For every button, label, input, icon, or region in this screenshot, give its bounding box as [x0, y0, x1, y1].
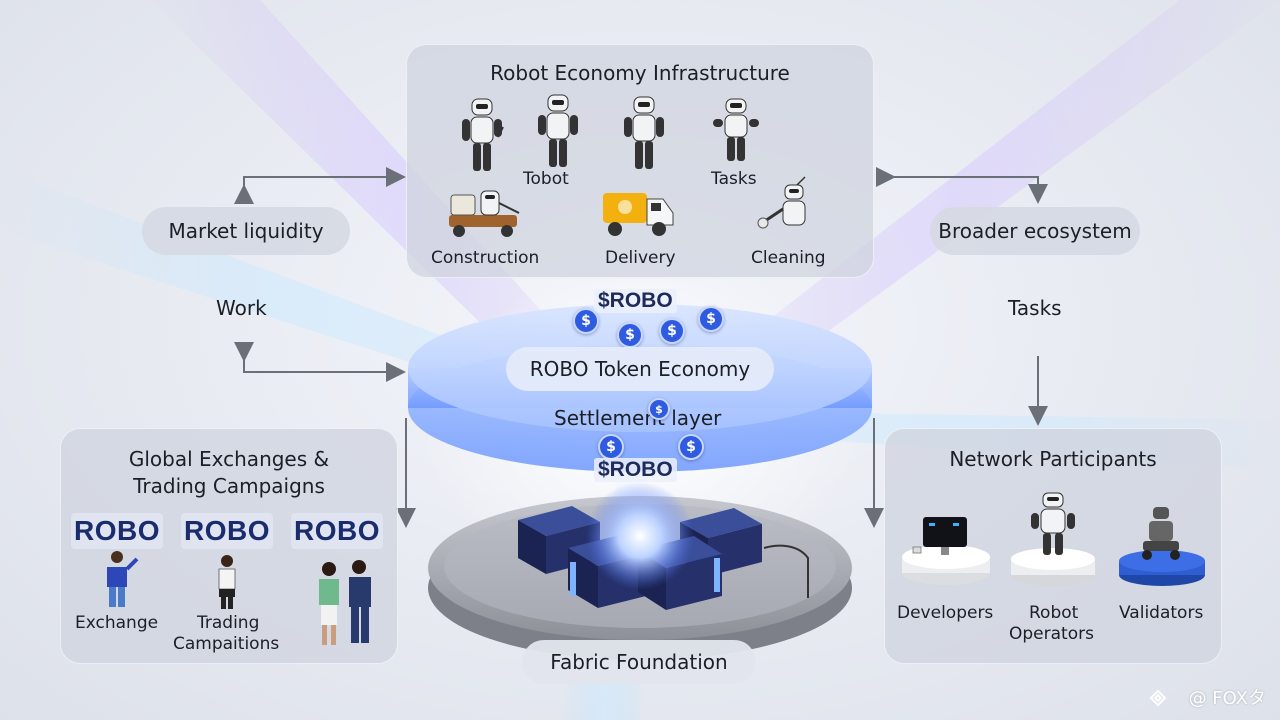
broader-ecosystem-pill: Broader ecosystem	[930, 207, 1140, 255]
robo-logo-badge: ROBO	[71, 513, 163, 549]
label-operators-line1: Robot	[1029, 603, 1079, 623]
robot-icon	[538, 94, 578, 167]
dollar-coin-icon: $	[617, 322, 643, 348]
label-developers: Developers	[897, 603, 994, 623]
label-validators: Validators	[1119, 603, 1204, 623]
work-label: Work	[216, 296, 267, 320]
label-operators-line2: Operators	[1009, 624, 1094, 644]
label-delivery: Delivery	[605, 248, 676, 268]
person-standing-icon	[218, 555, 236, 609]
dollar-coin-icon: $	[678, 434, 704, 460]
robo-token-top: $ROBO	[594, 289, 677, 313]
label-trading-line1: Trading	[197, 613, 260, 633]
binance-logo-icon	[1149, 689, 1167, 707]
dollar-coin-icon: $	[598, 434, 624, 460]
label-exchange: Exchange	[75, 613, 159, 633]
watermark-text: @ FOXタ	[1188, 688, 1266, 709]
robo-token-bottom: $ROBO	[594, 458, 677, 482]
people-talking-icon	[319, 560, 371, 645]
server-blocks-cluster	[518, 482, 809, 610]
market-liquidity-pill: Market liquidity	[142, 207, 350, 255]
fabric-foundation-pill: Fabric Foundation	[522, 640, 756, 684]
robot-operator-icon	[1011, 492, 1095, 586]
robot-icon	[713, 98, 759, 161]
infrastructure-title: Robot Economy Infrastructure	[490, 61, 790, 85]
exchanges-title-line1: Global Exchanges &	[128, 447, 330, 471]
robot-icon	[462, 98, 504, 171]
label-cleaning: Cleaning	[751, 248, 826, 268]
robo-logo-badge: ROBO	[181, 513, 273, 549]
tasks-label: Tasks	[1008, 296, 1062, 320]
settlement-layer-label: Settlement layer	[554, 406, 722, 430]
robot-icon	[624, 96, 664, 169]
dollar-coin-icon: $	[648, 398, 670, 420]
label-tobot: Tobot	[523, 169, 569, 189]
token-economy-pill: ROBO Token Economy	[506, 347, 774, 391]
cleaning-robot-icon	[757, 176, 806, 229]
person-presenting-icon	[107, 551, 139, 607]
dollar-coin-icon: $	[573, 308, 599, 334]
label-construction: Construction	[431, 248, 540, 268]
delivery-truck-icon	[603, 193, 674, 236]
validator-robot-icon	[1119, 507, 1205, 586]
participants-panel: Network Participants Developers Robot Op…	[884, 428, 1222, 664]
exchanges-panel: Global Exchanges & Trading Campaigns ROB…	[60, 428, 398, 664]
dollar-coin-icon: $	[698, 306, 724, 332]
infrastructure-panel: Robot Economy Infrastructure	[406, 44, 874, 278]
construction-robot-icon	[449, 190, 520, 237]
label-trading-line2: Campaitions	[173, 634, 280, 654]
participants-title: Network Participants	[949, 447, 1157, 471]
robo-logo-badge: ROBO	[291, 513, 383, 549]
exchanges-title-line2: Trading Campaigns	[133, 474, 325, 498]
dollar-coin-icon: $	[659, 318, 685, 344]
label-tasks: Tasks	[711, 169, 757, 189]
developer-computer-icon	[902, 517, 990, 585]
